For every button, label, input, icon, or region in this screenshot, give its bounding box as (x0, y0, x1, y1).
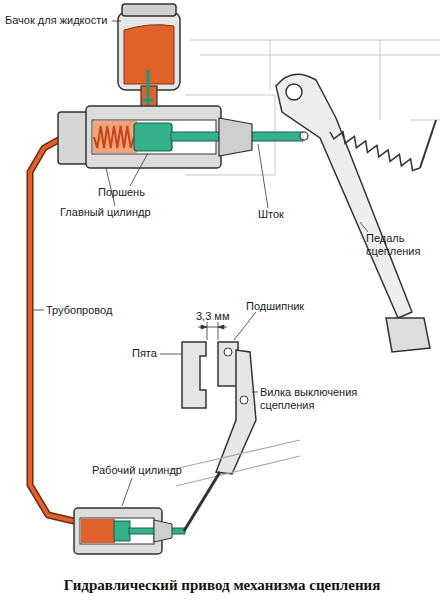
part-label: Главный цилиндр (60, 206, 170, 219)
part-label: Шток (258, 208, 298, 221)
part-label: Поршень (98, 186, 178, 199)
part-label: Трубопровод (46, 304, 136, 317)
part-label: Вилка выключения сцепления (260, 386, 360, 412)
part-label: Педаль сцепления (366, 232, 436, 258)
figure-caption: Гидравлический привод механизма сцеплени… (0, 577, 444, 594)
part-label: Подшипник (246, 300, 326, 313)
part-label: 3,3 мм (196, 310, 246, 323)
part-label: Бачок для жидкости (5, 14, 113, 27)
part-label: Рабочий цилиндр (92, 464, 202, 477)
part-label: Пята (132, 347, 162, 360)
